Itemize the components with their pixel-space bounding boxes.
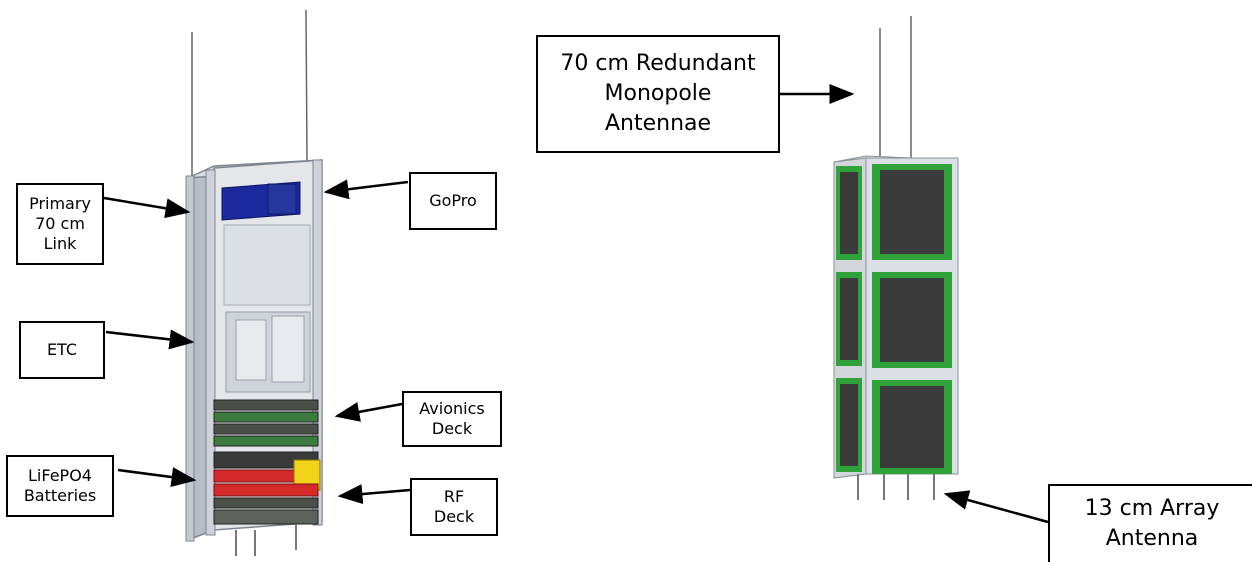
rail-front-left: [205, 169, 216, 536]
label-batteries: LiFePO4 Batteries: [6, 455, 114, 517]
arrow-gopro: [323, 179, 409, 200]
rail-front-right: [312, 159, 323, 526]
rf-deck-boards: [213, 497, 319, 525]
arrow-array: [943, 490, 1049, 524]
label-array-antenna: 13 cm Array Antenna: [1048, 484, 1252, 562]
cubesat-solar: [833, 16, 959, 500]
side-solar-panels: [836, 166, 862, 472]
arrow-rf: [337, 484, 411, 505]
arrow-avionics: [334, 402, 403, 422]
arrow-primary-link: [103, 196, 191, 219]
avionics-deck-boards: [213, 399, 319, 447]
label-etc: ETC: [19, 321, 105, 379]
interior-panel: [223, 224, 311, 306]
cubesat-cutaway: [185, 9, 323, 556]
front-solar-panels: [872, 164, 952, 474]
label-rf-deck: RF Deck: [410, 478, 498, 536]
battery-stack: [213, 451, 321, 497]
label-gopro: GoPro: [409, 172, 497, 230]
callout-arrows: [103, 84, 1049, 524]
label-primary-link: Primary 70 cm Link: [16, 183, 104, 265]
arrow-batteries: [117, 467, 197, 487]
label-avionics-deck: Avionics Deck: [402, 391, 502, 447]
arrow-etc: [105, 329, 195, 350]
gopro-housing: [267, 183, 297, 215]
label-monopole-antennae: 70 cm Redundant Monopole Antennae: [536, 35, 780, 153]
rail-back-left: [185, 175, 195, 542]
left-antenna-2: [305, 9, 308, 161]
